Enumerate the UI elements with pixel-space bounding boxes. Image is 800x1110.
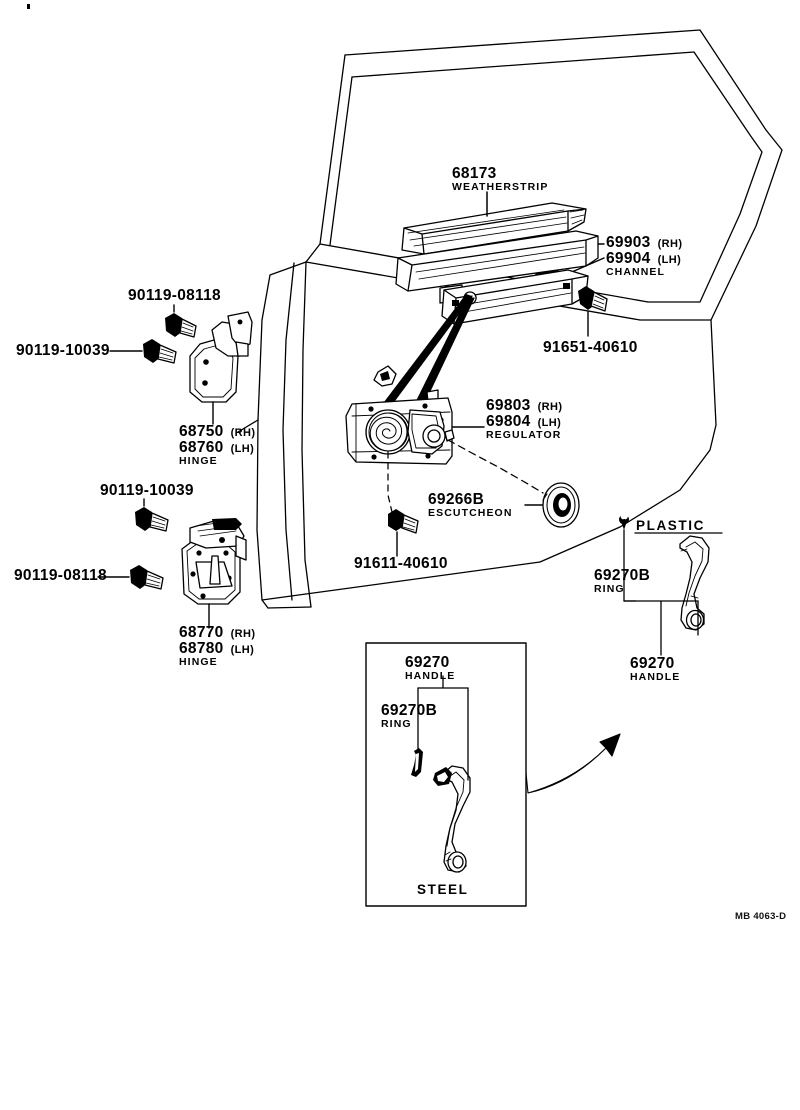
lower-hinge-name: HINGE (179, 655, 218, 668)
bolt-90119-08118-lower-part (97, 565, 164, 590)
regulator-rh-number: 69803 (486, 397, 531, 414)
lower-hinge-rh-side: (RH) (230, 628, 256, 640)
steel-ring-number: 69270B (381, 702, 438, 719)
steel-handle-name: HANDLE (405, 669, 456, 682)
weatherstrip-name: WEATHERSTRIP (452, 180, 549, 193)
steel-handle-number: 69270 (405, 654, 450, 671)
regulator-part (345, 397, 544, 513)
escutcheon-name: ESCUTCHEON (428, 506, 513, 519)
plastic-ring-number: 69270B (594, 567, 651, 584)
lower-hinge-lh-number: 68780 (179, 639, 224, 657)
regulator-rh-side: (RH) (537, 401, 563, 413)
label-lower-hinge: 68770 (RH) 68780 (LH) HINGE (179, 625, 255, 667)
label-weatherstrip: 68173 WEATHERSTRIP (452, 166, 548, 192)
upper-hinge-name: HINGE (179, 454, 218, 467)
label-regulator: 69803 (RH) 69804 (LH) REGULATOR (486, 398, 562, 440)
lower-hinge-part (181, 518, 247, 629)
channel-lh-side: (LH) (657, 253, 682, 266)
label-bolt-90119-10039-lower: 90119-10039 (100, 482, 194, 499)
label-screw-91611: 91611-40610 (354, 555, 448, 572)
escutcheon-number: 69266B (428, 491, 485, 508)
plastic-handle-group (619, 512, 723, 656)
label-steel-handle: 69270 HANDLE (405, 655, 455, 681)
channel-lh-number: 69904 (606, 249, 651, 267)
door-panel-outline (237, 29, 783, 609)
regulator-lh-side: (LH) (537, 416, 562, 429)
bolt-90119-10039-upper-part (109, 339, 177, 364)
label-steel-material: STEEL (417, 882, 469, 897)
footer-code: MB 4063-D (735, 911, 787, 922)
regulator-name: REGULATOR (486, 428, 562, 441)
label-bolt-90119-08118-upper: 90119-08118 (128, 287, 221, 304)
label-plastic-handle: 69270 HANDLE (630, 656, 680, 682)
upper-hinge-part (189, 311, 253, 425)
label-plastic-material: PLASTIC (636, 518, 705, 533)
plastic-ring-name: RING (594, 582, 625, 595)
lower-hinge-lh-side: (LH) (230, 643, 255, 656)
escutcheon-part (524, 482, 580, 528)
label-escutcheon: 69266B ESCUTCHEON (428, 492, 513, 518)
assembly-arrow (525, 733, 621, 794)
label-steel-ring: 69270B RING (381, 703, 437, 729)
channel-rh-number: 69903 (606, 234, 651, 251)
label-bolt-90119-08118-lower: 90119-08118 (14, 567, 107, 584)
lower-hinge-rh-number: 68770 (179, 624, 224, 641)
label-channel: 69903 (RH) 69904 (LH) CHANNEL (606, 235, 682, 277)
bolt-90119-10039-lower-part (135, 498, 169, 532)
upper-hinge-rh-number: 68750 (179, 423, 224, 440)
channel-rh-side: (RH) (657, 238, 683, 250)
steel-ring-name: RING (381, 717, 412, 730)
label-plastic-ring: 69270B RING (594, 568, 650, 594)
bolt-90119-08118-upper-part (165, 304, 197, 338)
plastic-handle-name: HANDLE (630, 670, 681, 683)
upper-hinge-lh-number: 68760 (179, 438, 224, 456)
screw-91651-part (578, 286, 608, 337)
label-screw-91651: 91651-40610 (543, 339, 638, 356)
plastic-handle-number: 69270 (630, 655, 675, 672)
weatherstrip-number: 68173 (452, 165, 497, 182)
label-bolt-90119-10039-upper: 90119-10039 (16, 342, 110, 359)
channel-name: CHANNEL (606, 265, 666, 278)
regulator-lh-number: 69804 (486, 412, 531, 430)
steel-handle-box (365, 642, 527, 907)
weatherstrip-part (401, 191, 587, 255)
upper-hinge-lh-side: (LH) (230, 442, 255, 455)
upper-hinge-rh-side: (RH) (230, 427, 256, 439)
label-upper-hinge: 68750 (RH) 68760 (LH) HINGE (179, 424, 255, 466)
registration-mark (27, 4, 30, 9)
screw-91611-part (388, 509, 419, 557)
